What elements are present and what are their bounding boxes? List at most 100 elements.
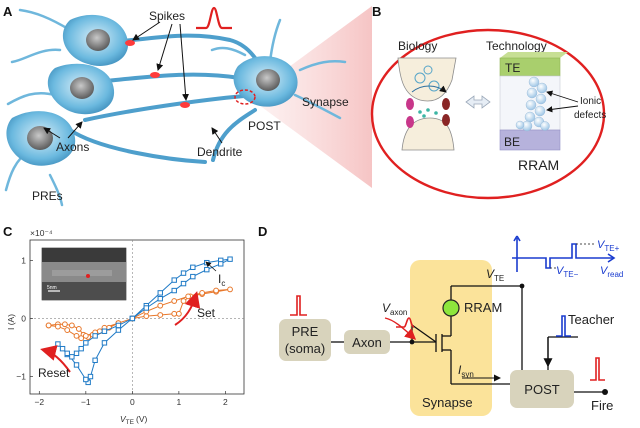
x-tick-label: 1 (177, 397, 182, 407)
reset-data-point (143, 305, 150, 311)
reset-data-point (64, 350, 70, 357)
reset-arrow (40, 345, 71, 373)
vte-label: VTE (486, 267, 504, 283)
annotation-arrows-a (43, 21, 223, 144)
isyn-label: Isyn (458, 363, 474, 379)
reset-label: Reset (38, 366, 70, 380)
pre-spike-pulse (290, 295, 307, 316)
axon-box-label: Axon (352, 335, 382, 350)
pre-neuron-middle (47, 63, 115, 115)
reset-data-point (55, 341, 61, 347)
axon-box (344, 330, 390, 354)
set-data-point (157, 312, 164, 318)
set-data-point (180, 298, 187, 304)
post-box-label: POST (524, 382, 559, 397)
set-data-point (157, 302, 164, 309)
vte-waveform (512, 235, 616, 272)
defects-label: defects (574, 110, 606, 121)
x-axis-label-main: V (120, 414, 127, 424)
reset-data-point (115, 327, 122, 333)
set-data-point (78, 335, 85, 342)
technology-label: Technology (486, 39, 547, 53)
vread-main: V (600, 265, 609, 277)
te-label: TE (505, 61, 520, 75)
reset-data-point (180, 270, 187, 276)
reset-data-point (83, 340, 89, 346)
set-data-point (73, 332, 80, 339)
y-axis-label: I (A) (6, 314, 16, 330)
set-data-point (171, 310, 178, 317)
synapse-region (410, 260, 492, 416)
reset-data-point (190, 273, 196, 280)
set-data-point (185, 293, 192, 300)
set-data-point (45, 322, 52, 329)
bio-synapse-illustration (397, 57, 457, 151)
synapse-label: Synapse (302, 95, 349, 109)
set-data-point (64, 327, 71, 333)
vaxon-label: Vaxon (382, 301, 407, 317)
reset-data-point (69, 354, 75, 360)
set-data-point (143, 313, 150, 320)
panel-d: D Synapse PRE (soma) Axon POST (258, 224, 623, 416)
equivalence-arrow (465, 95, 491, 109)
axons-label: Axons (56, 140, 89, 154)
rram-label: RRAM (518, 157, 559, 173)
ic-label-sub: c (221, 279, 225, 288)
reset-data-point (101, 328, 108, 334)
y-tick-label: −1 (16, 372, 26, 382)
axon-spike-pulse (396, 317, 415, 328)
panel-b: B Biology Technology (370, 4, 606, 200)
set-data-point (199, 289, 206, 296)
junction-dot-te (519, 283, 525, 289)
pre-neuron-bottom (6, 111, 76, 166)
biology-label: Biology (398, 39, 437, 53)
vte-plus-label: VTE+ (597, 239, 620, 253)
vte-sub: TE (494, 274, 504, 283)
x-axis-label-sub: TE (126, 419, 135, 426)
ic-label-main: I (218, 272, 221, 286)
set-data-point (75, 326, 82, 332)
reset-data-point (129, 315, 136, 322)
ionic-arrows (546, 90, 579, 113)
reset-data-point (73, 362, 80, 368)
x-tick-label: −2 (34, 397, 44, 407)
y-tick-label: 0 (21, 313, 26, 323)
tem-inset: 5nm (41, 247, 127, 301)
reset-data-point (87, 373, 94, 380)
reset-data-point (92, 357, 98, 363)
ionic-filament (515, 76, 550, 132)
zoom-circle (370, 28, 606, 200)
rram-element (442, 299, 460, 317)
vaxon-main: V (382, 301, 391, 315)
set-data-point (171, 298, 178, 304)
set-data-point (68, 322, 75, 329)
x-tick-label: 2 (223, 397, 228, 407)
isyn-main: I (458, 363, 462, 377)
fire-pulse (590, 357, 605, 381)
vte-minus-main: V (556, 265, 565, 277)
x-axis-label-unit: (V) (136, 414, 148, 424)
ic-arrow (205, 261, 217, 272)
set-data-point (213, 287, 219, 294)
inset-scale-label: 5nm (47, 285, 57, 291)
vte-main: V (486, 267, 495, 281)
set-data-point (227, 286, 233, 293)
post-label: POST (248, 119, 281, 133)
set-data-point (175, 310, 182, 317)
reset-data-point (157, 295, 163, 302)
reset-data-point (83, 376, 89, 383)
pres-label: PREs (32, 189, 63, 203)
junction-dot (409, 339, 415, 345)
y-scale-label: ×10⁻⁴ (30, 228, 53, 238)
set-data-point (61, 321, 68, 328)
panel-label-b: B (372, 4, 381, 19)
reset-data-point (157, 290, 163, 296)
ionic-label: Ionic (580, 96, 601, 107)
set-label: Set (197, 306, 216, 320)
dendrite-label: Dendrite (197, 145, 243, 159)
pre-soma-box (279, 319, 331, 361)
reset-data-point (180, 280, 187, 287)
vte-dashed-guides (550, 243, 594, 269)
